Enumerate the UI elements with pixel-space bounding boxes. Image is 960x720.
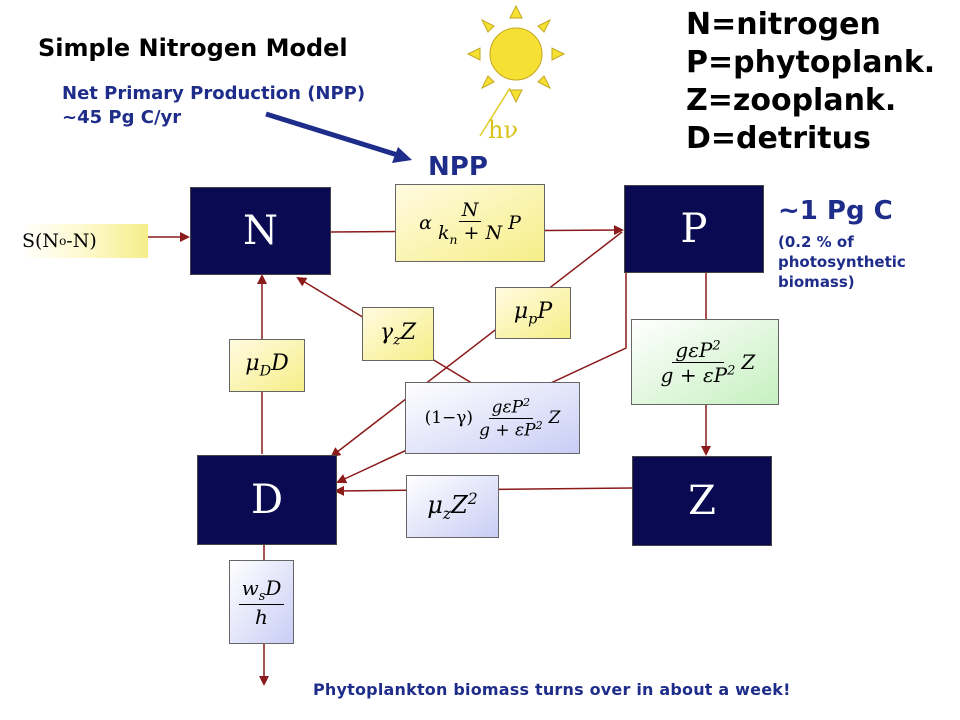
light-label: hν: [488, 116, 519, 144]
npp-note: Net Primary Production (NPP) ~45 Pg C/yr: [62, 82, 365, 130]
legend-item: N=nitrogen: [686, 7, 881, 42]
footer-note: Phytoplankton biomass turns over in abou…: [313, 680, 791, 699]
equation-zoo-excretion: γzZ: [362, 307, 434, 361]
arrow-p-to-d: [330, 231, 623, 458]
npp-note-line1: Net Primary Production (NPP): [62, 83, 366, 104]
equation-phyto-mortality: μpP: [495, 287, 571, 339]
legend-item: Z=zooplank.: [686, 83, 897, 118]
box-nitrogen: N: [190, 187, 331, 275]
biomass-value: ~1 Pg C: [778, 196, 893, 226]
legend: N=nitrogen P=phytoplank. Z=zooplank. D=d…: [686, 6, 935, 158]
biomass-note: (0.2 % of photosynthetic biomass): [778, 232, 906, 292]
npp-pointer-arrow: [265, 111, 405, 160]
biomass-note-line: (0.2 % of: [778, 233, 854, 251]
npp-label: NPP: [428, 152, 488, 182]
biomass-note-line: photosynthetic: [778, 253, 906, 271]
box-detritus: D: [197, 455, 337, 545]
supply-sub: o: [59, 234, 67, 248]
light-ray: [479, 87, 511, 137]
supply-tail: -N): [66, 230, 97, 252]
supply-main: S(N: [22, 230, 60, 252]
equation-zoo-mortality: μzZ2: [406, 475, 499, 538]
biomass-note-line: biomass): [778, 273, 855, 291]
npp-note-line2: ~45 Pg C/yr: [62, 107, 182, 128]
box-zooplankton: Z: [632, 456, 772, 546]
diagram-title: Simple Nitrogen Model: [38, 34, 348, 62]
npp-pointer-head: [392, 147, 412, 163]
box-phytoplankton: P: [624, 185, 764, 273]
legend-item: P=phytoplank.: [686, 45, 936, 80]
equation-remineralization: μDD: [229, 339, 305, 392]
sun-icon: [466, 4, 566, 104]
legend-item: D=detritus: [686, 121, 871, 156]
